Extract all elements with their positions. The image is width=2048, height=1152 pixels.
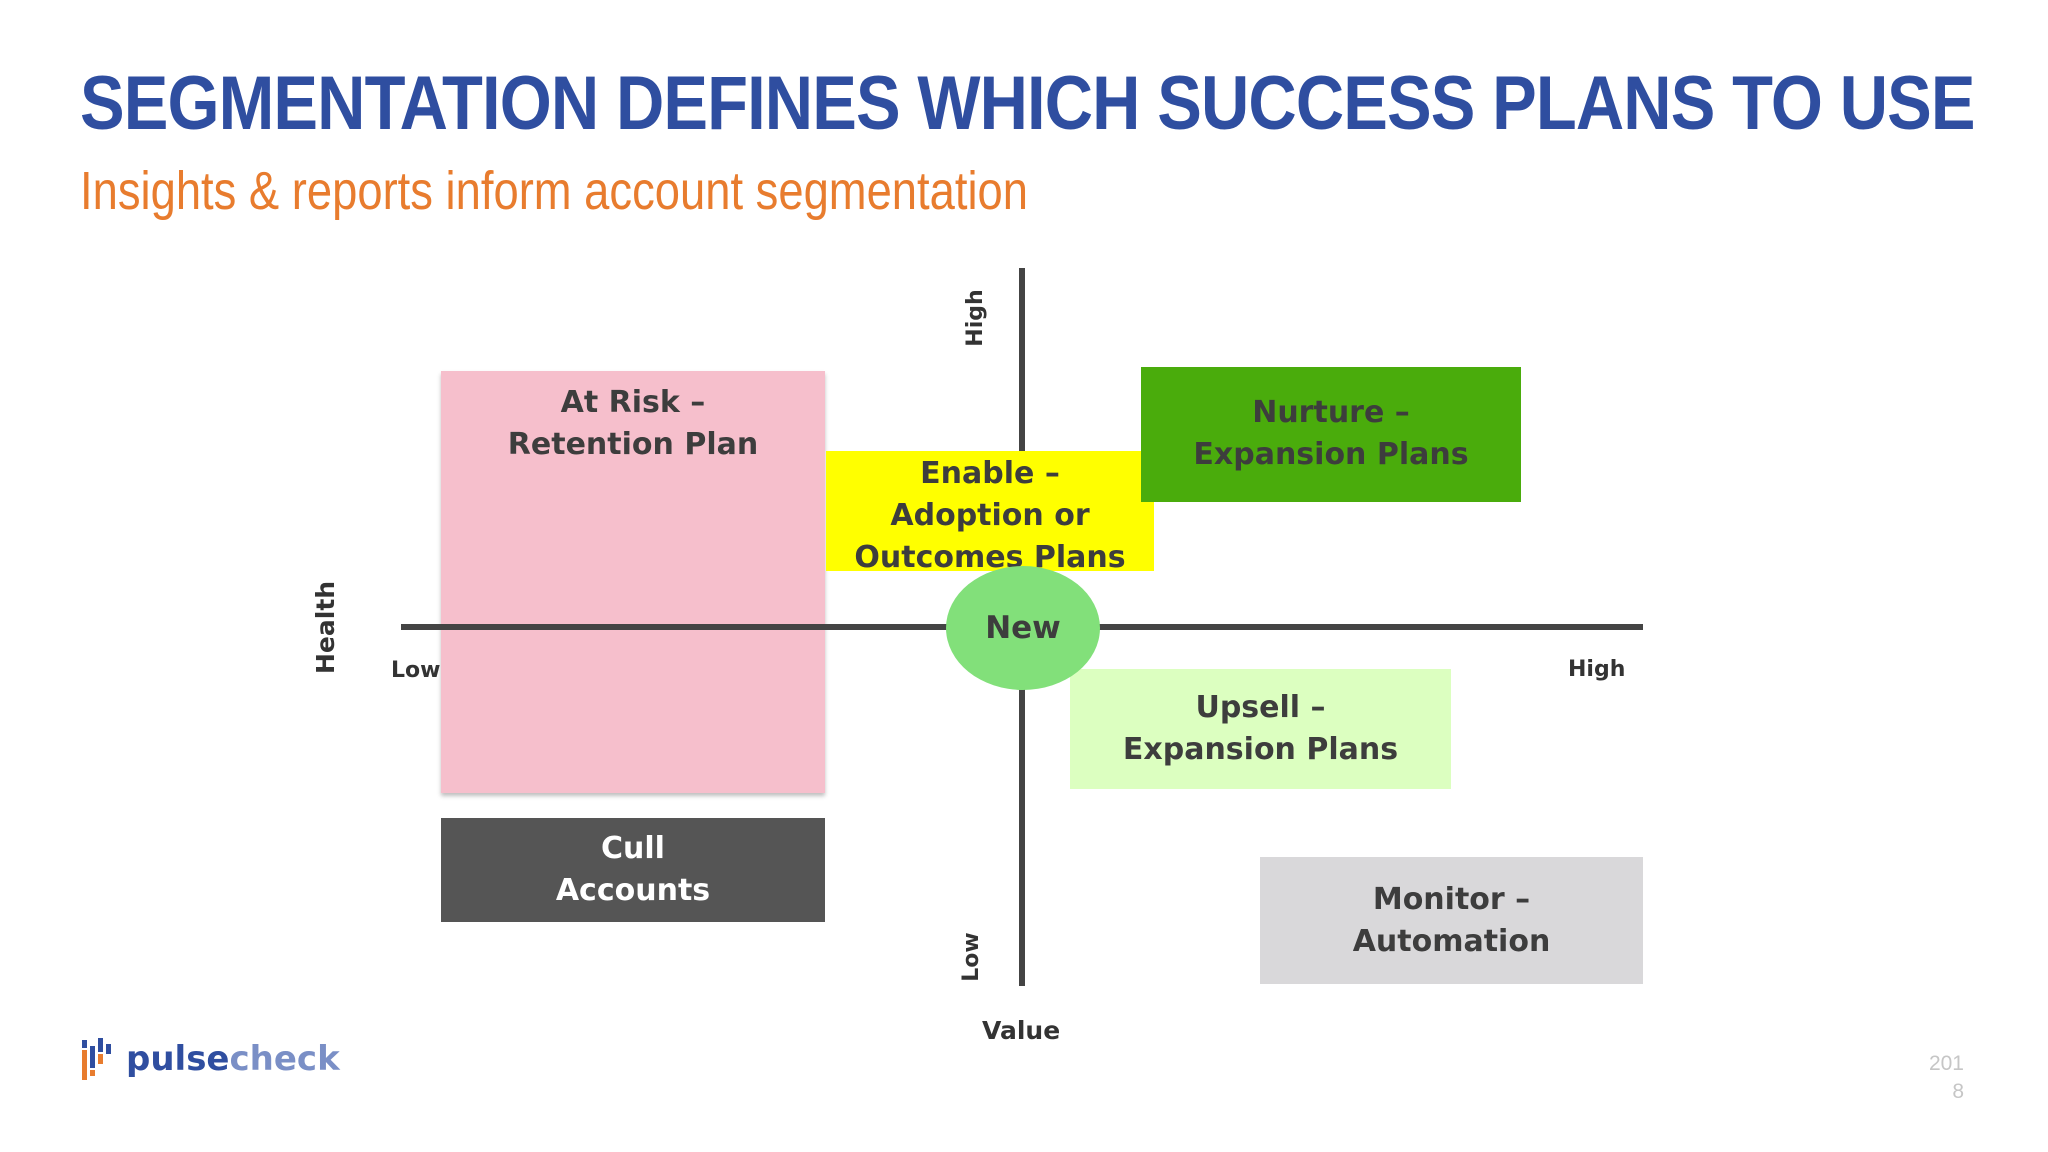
at-risk-box: At Risk – Retention Plan [441, 371, 825, 793]
logo-text: pulsecheck [126, 1039, 340, 1079]
horizontal-high-label: High [1568, 657, 1626, 682]
upsell-line1: Upsell – [1195, 690, 1326, 725]
pulsecheck-logo-icon [82, 1038, 111, 1080]
nurture-box: Nurture – Expansion Plans [1141, 367, 1521, 502]
enable-line3: Outcomes Plans [854, 540, 1126, 575]
page-number: 201 8 [1929, 1050, 1964, 1106]
cull-box: Cull Accounts [441, 818, 825, 922]
horizontal-low-label: Low [391, 658, 441, 683]
at-risk-line2: Retention Plan [507, 427, 759, 462]
slide-title: SEGMENTATION DEFINES WHICH SUCCESS PLANS… [80, 61, 1975, 146]
health-axis-label: Health [311, 580, 340, 674]
cull-line2: Accounts [555, 873, 711, 908]
pulsecheck-logo: pulsecheck [80, 1036, 340, 1082]
value-axis-label: Value [982, 1016, 1061, 1045]
upsell-box: Upsell – Expansion Plans [1070, 669, 1451, 789]
upsell-line2: Expansion Plans [1122, 732, 1399, 767]
page-number-line2: 8 [1952, 1080, 1964, 1103]
new-circle: New [946, 566, 1100, 690]
vertical-low-label: Low [959, 932, 984, 982]
enable-line2: Adoption or [890, 498, 1090, 533]
logo-text-part1: pulse [126, 1039, 230, 1079]
enable-line1: Enable – [920, 456, 1060, 491]
monitor-line1: Monitor – [1372, 882, 1531, 917]
nurture-line1: Nurture – [1252, 395, 1410, 430]
at-risk-line1: At Risk – [560, 385, 706, 420]
monitor-line2: Automation [1352, 924, 1551, 959]
new-label: New [985, 610, 1061, 646]
logo-text-part2: check [229, 1039, 340, 1079]
monitor-box: Monitor – Automation [1260, 857, 1643, 984]
enable-box: Enable – Adoption or Outcomes Plans [826, 451, 1154, 575]
vertical-high-label: High [963, 289, 988, 347]
slide-subtitle: Insights & reports inform account segmen… [80, 161, 1029, 221]
nurture-line2: Expansion Plans [1193, 437, 1469, 472]
page-number-line1: 201 [1928, 1052, 1964, 1075]
cull-line1: Cull [601, 831, 665, 866]
